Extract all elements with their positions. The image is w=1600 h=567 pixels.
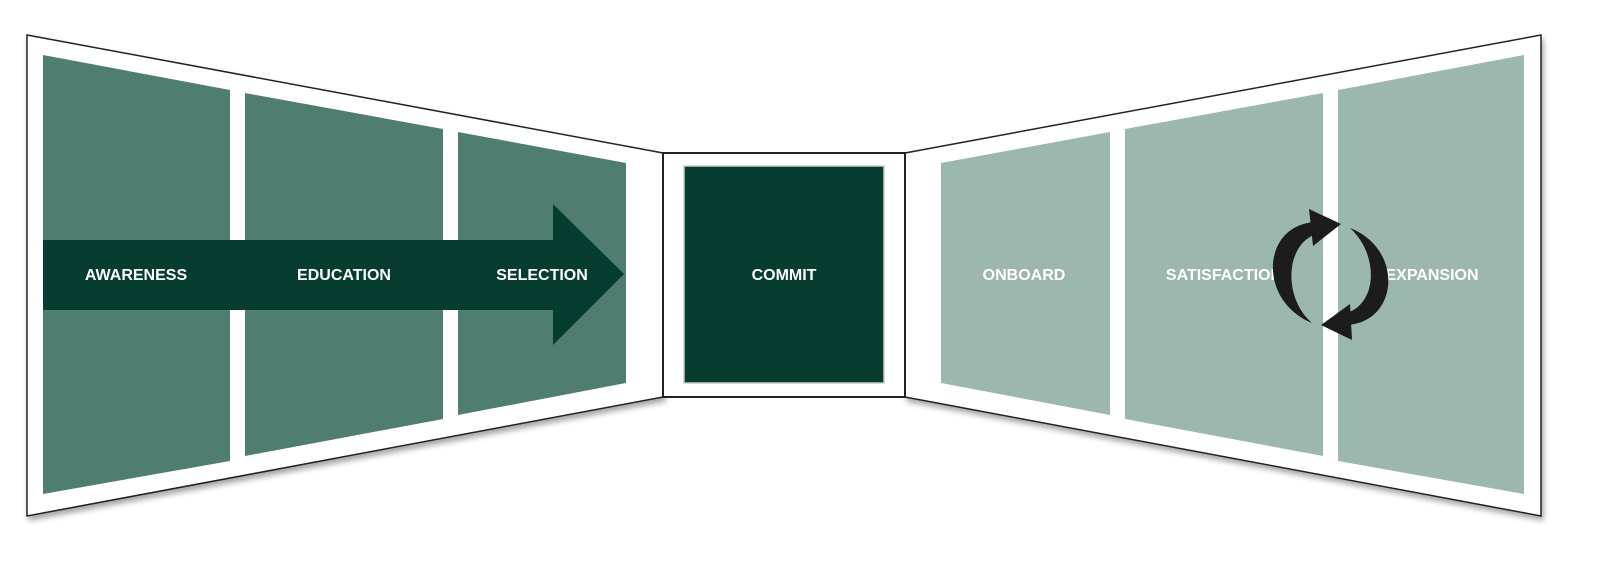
panel-commit [683, 165, 885, 384]
label-selection: SELECTION [496, 267, 588, 284]
label-education: EDUCATION [297, 267, 391, 284]
label-awareness: AWARENESS [85, 267, 188, 284]
label-satisfaction: SATISFACTION [1166, 267, 1282, 284]
panel-onboard [941, 132, 1110, 415]
label-commit: COMMIT [752, 267, 817, 284]
label-onboard: ONBOARD [983, 267, 1066, 284]
label-expansion: EXPANSION [1385, 267, 1478, 284]
panel-expansion [1338, 55, 1524, 494]
cycle-arrows-icon [1272, 209, 1389, 340]
right-arrow-icon [43, 204, 624, 345]
panel-satisfaction [1125, 93, 1323, 456]
